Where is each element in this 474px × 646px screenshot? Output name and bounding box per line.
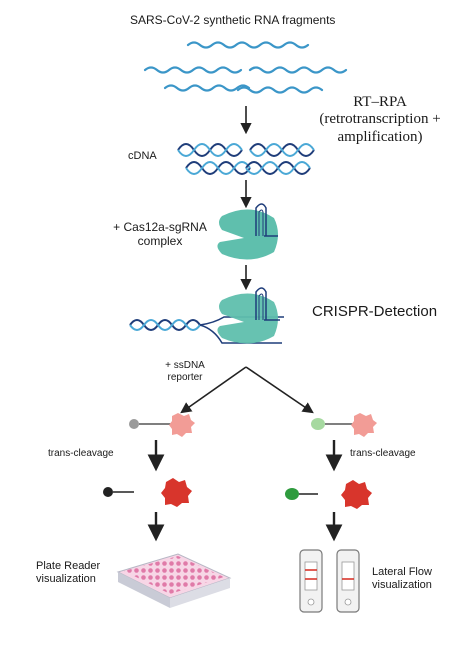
reporter-label-line2: reporter (167, 371, 203, 383)
dna-helix (177, 143, 243, 157)
reporter-label: + ssDNA reporter (150, 360, 220, 383)
plate-reader-label-line2: visualization (36, 572, 96, 585)
cdna-helices (177, 143, 315, 175)
cdna-label: cDNA (128, 150, 157, 162)
rt-rpa-title: RT–RPA (353, 94, 407, 110)
arrows (147, 106, 343, 542)
rna-strand (143, 66, 243, 74)
crispr-detection-complex (129, 287, 284, 344)
plate-reader (116, 553, 232, 608)
rna-fragments (143, 41, 348, 94)
lateral-flow-label-line2: visualization (372, 578, 432, 591)
cas12a-complex (217, 203, 278, 260)
rna-strand (236, 86, 324, 94)
diagram-title: SARS-CoV-2 synthetic RNA fragments (130, 13, 336, 27)
arrow-left-diagonal (180, 366, 247, 414)
right-cleavage-label: trans-cleavage (350, 448, 416, 459)
dna-helix (245, 161, 311, 175)
lateral-flow-label: Lateral Flow visualization (372, 566, 432, 591)
reporter-left (129, 413, 195, 437)
lateral-flow-strips (299, 549, 360, 613)
lateral-flow-label-line1: Lateral Flow (372, 566, 432, 578)
rt-rpa-detail-2: amplification) (337, 128, 423, 145)
reporter-label-line1: + ssDNA (165, 360, 205, 371)
reporter-right (311, 413, 377, 437)
cas12a-label: + Cas12a-sgRNA complex (110, 220, 210, 249)
left-cleavage-label: trans-cleavage (48, 448, 114, 459)
dna-helix (185, 161, 251, 175)
arrow-right-diagonal (245, 366, 314, 414)
rna-strand (248, 66, 348, 74)
rna-strand (163, 84, 251, 92)
plate-reader-label: Plate Reader visualization (36, 560, 100, 585)
dna-helix (249, 143, 315, 157)
plate-reader-label-line1: Plate Reader (36, 560, 101, 572)
cas12a-label-line2: complex (137, 233, 183, 248)
crispr-detection-label: CRISPR-Detection (312, 303, 438, 320)
rna-strand (186, 41, 310, 49)
cleaved-left (103, 478, 192, 507)
rt-rpa-detail-1: (retrotranscription + (319, 111, 441, 128)
rt-rpa-label: RT–RPA (retrotranscription + amplificati… (300, 94, 460, 146)
cas12a-label-line1: + Cas12a-sgRNA (113, 220, 207, 234)
cleaved-right (285, 480, 372, 509)
